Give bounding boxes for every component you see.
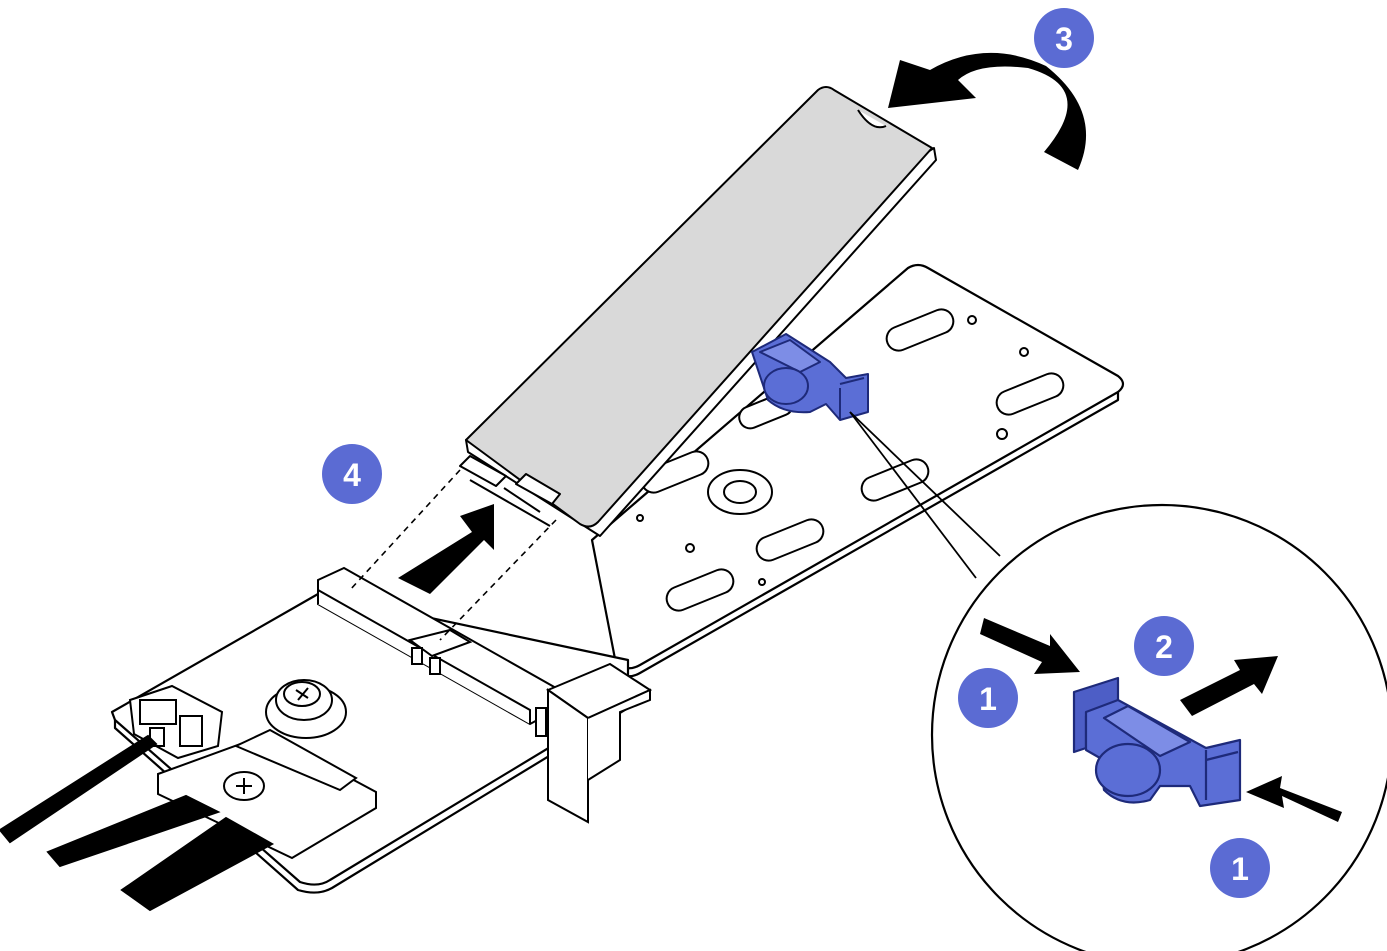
alignment-guides <box>349 469 557 641</box>
detail-callout-circle <box>930 503 1387 951</box>
m2-drive-notch <box>857 109 887 129</box>
callout-lines <box>849 411 1001 579</box>
push-arrow-icon <box>398 504 494 594</box>
retainer-latch <box>751 333 869 421</box>
screw-hole <box>996 428 1008 440</box>
slot <box>755 518 825 562</box>
m2-drive-gold-fingers <box>469 479 551 527</box>
slide-arrow <box>1180 656 1278 716</box>
step-badge-2: 2 <box>1134 616 1194 676</box>
ribbon-cable <box>46 794 221 868</box>
screw-hole <box>758 578 766 586</box>
mounting-slots <box>636 308 1065 612</box>
step-label: 1 <box>1231 851 1249 887</box>
m2-drive-top <box>465 86 933 528</box>
step-label: 1 <box>979 681 997 717</box>
magnified-latch <box>1072 676 1242 808</box>
push-arrow-right <box>1246 776 1342 822</box>
step-label: 2 <box>1155 629 1173 665</box>
screw-hole <box>1019 347 1029 357</box>
push-arrow-left <box>980 618 1080 674</box>
slot <box>995 372 1065 416</box>
cable-connector-clip <box>157 728 377 860</box>
step-badge-1b: 1 <box>1210 838 1270 898</box>
standoff-block <box>535 662 653 824</box>
slot <box>665 568 735 612</box>
step-badge-3: 3 <box>1034 8 1094 68</box>
m2-drive-key <box>459 455 561 505</box>
slot <box>860 458 930 502</box>
step-badge-4: 4 <box>322 444 382 504</box>
connector-board-edge <box>113 707 629 894</box>
step-label: 3 <box>1055 21 1073 57</box>
screw-hole <box>967 315 977 325</box>
m2-drive <box>459 86 937 537</box>
ribbon-cable <box>120 816 275 912</box>
board-nut <box>265 679 347 739</box>
screw-hole <box>636 514 644 522</box>
power-cable <box>0 734 158 844</box>
step-badge-1a: 1 <box>958 668 1018 728</box>
slot <box>885 308 955 352</box>
screw-hole <box>685 543 695 553</box>
rotate-arrow-icon <box>888 52 1087 170</box>
center-boss-inner <box>723 480 757 504</box>
cables <box>0 734 275 912</box>
step-label: 4 <box>343 457 361 493</box>
